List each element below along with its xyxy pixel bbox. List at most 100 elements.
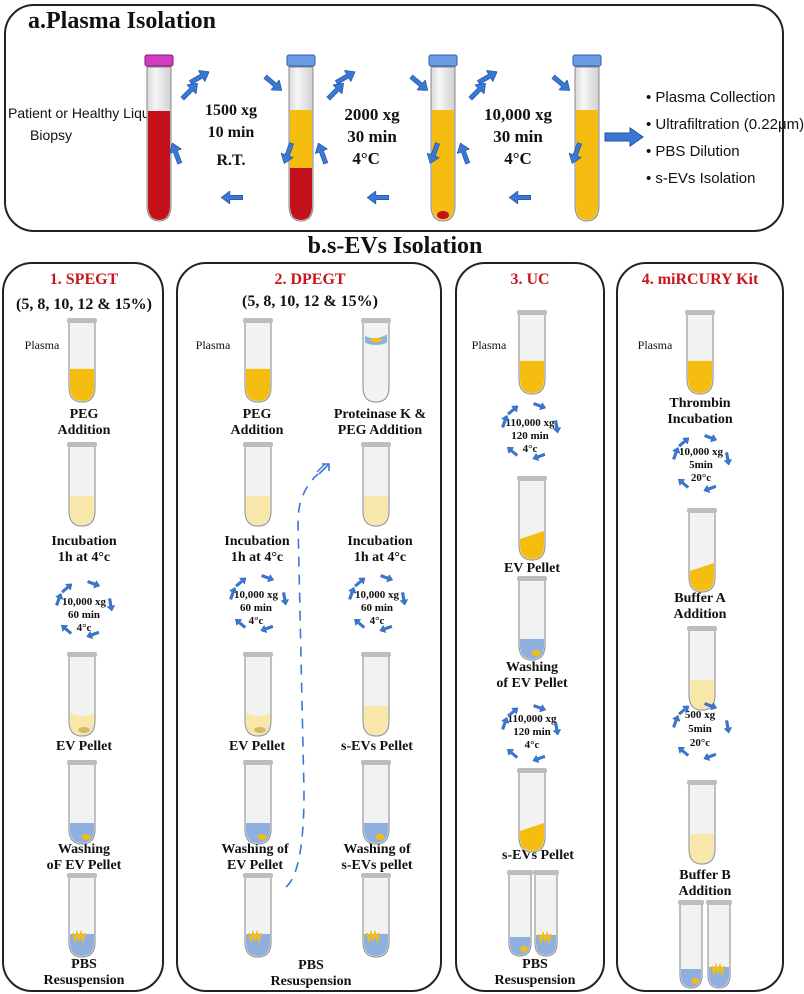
spegt-washing-line2: oF EV Pellet — [46, 858, 122, 873]
spin-1-speed: 1500 xg — [205, 102, 257, 119]
mircury-thrombin-line1: Thrombin — [669, 396, 731, 411]
uc-pellet-label: EV Pellet — [503, 561, 561, 576]
dpegt-spin-speed: 10,000 xg — [234, 589, 278, 601]
uc-plasma-tube — [517, 310, 547, 395]
source-label-line1: Patient or Healthy Liquid — [8, 105, 161, 121]
uc-resusp-line1: PBS — [522, 957, 548, 972]
spegt-resusp-tube — [67, 873, 97, 958]
dpegt-subtitle: (5, 8, 10, 12 & 15%) — [242, 293, 378, 310]
dpegt-spin2-speed: 10,000 xg — [355, 589, 399, 601]
uc-resusp-tube-1 — [507, 870, 533, 957]
plasma-steps-list: Plasma Collection Ultrafiltration (0.22μ… — [646, 84, 804, 192]
spegt-incubation-line2: 1h at 4°c — [57, 550, 111, 565]
mircury-spin1-speed: 10,000 xg — [679, 446, 723, 458]
spegt-centrifuge-icon — [52, 577, 116, 641]
dpegt-washing2-line1: Washing of — [343, 842, 411, 857]
dpegt-sevs-washing-tube — [361, 760, 391, 845]
mircury-thrombin-line2: Incubation — [667, 412, 733, 427]
mircury-centrifuge-icon — [669, 431, 733, 495]
dpegt-protk-peg-tube — [361, 442, 391, 527]
dpegt-resusp-tube — [243, 873, 273, 958]
step-sevs-isolation: s-EVs Isolation — [646, 165, 804, 192]
uc-spin1-time: 120 min — [511, 430, 549, 442]
dpegt-sevs-resusp-tube — [361, 873, 391, 958]
filtered-plasma-tube — [572, 54, 602, 222]
mircury-plasma-label: Plasma — [637, 338, 673, 352]
uc-spin2-time: 120 min — [513, 726, 551, 738]
spin-2-temp: 4°C — [352, 149, 380, 168]
dpegt-incubation-line1: Incubation — [224, 534, 290, 549]
dpegt-spin-temp: 4°c — [248, 615, 264, 627]
source-label-line2: Biopsy — [30, 127, 73, 143]
spegt-washing-tube — [67, 760, 97, 845]
spegt-peg-line2: Addition — [57, 423, 111, 438]
dpegt-plasma-tube — [243, 318, 273, 403]
dpegt-centrifuge2-icon — [345, 571, 409, 635]
spin-1-temp: R.T. — [216, 152, 246, 169]
dpegt-washing-tube — [243, 760, 273, 845]
mircury-final-tube-2 — [706, 900, 732, 989]
mircury-buffer-b-line2: Addition — [678, 884, 732, 899]
mircury-spin1-time: 5min — [689, 459, 713, 471]
mircury-final-tube-1 — [678, 900, 704, 989]
spegt-resusp-line1: PBS — [71, 957, 97, 972]
mircury-buffer-a-tube — [687, 508, 717, 593]
uc-centrifuge2-icon — [498, 701, 562, 765]
dpegt-peg-tube — [243, 442, 273, 527]
dpegt-pellet-label: EV Pellet — [228, 739, 286, 754]
whole-blood-tube — [144, 54, 174, 222]
dpegt-plasma-label: Plasma — [195, 338, 231, 352]
spegt-pellet-tube — [67, 652, 97, 737]
uc-spin2-speed: 110,000 xg — [507, 713, 557, 725]
spin-3-speed: 10,000 xg — [484, 105, 552, 124]
uc-spin1-temp: 4°c — [522, 443, 538, 455]
uc-spin2-temp: 4°c — [524, 739, 540, 751]
spin-1-conditions: 1500 xg 10 min R.T. — [205, 100, 257, 172]
separated-blood-tube — [286, 54, 316, 222]
dpegt-incubation2-line2: 1h at 4°c — [353, 550, 407, 565]
dpegt-resusp-line2: Resuspension — [270, 974, 352, 989]
dpegt-protk-tube — [361, 318, 391, 403]
dpegt-incubation-line2: 1h at 4°c — [230, 550, 284, 565]
spin-3-conditions: 10,000 xg 30 min 4°C — [484, 104, 552, 170]
spin-2-time: 30 min — [347, 127, 397, 146]
mircury-spin2-speed: 500 xg — [684, 709, 716, 721]
uc-spin1-speed: 110,000 xg — [505, 417, 555, 429]
spegt-plasma-label: Plasma — [24, 338, 60, 352]
dpegt-peg-line2: Addition — [230, 423, 284, 438]
dpegt-centrifuge-icon — [226, 571, 290, 635]
uc-washing-tube — [517, 576, 547, 661]
mircury-spin2-temp: 20°c — [689, 737, 711, 749]
source-label: Patient or Healthy Liquid Biopsy — [8, 102, 161, 146]
spin-2-conditions: 2000 xg 30 min 4°C — [344, 104, 399, 170]
spegt-title: 1. SPEGT — [49, 271, 119, 288]
uc-centrifuge-icon — [498, 399, 562, 463]
step-pbs-dilution: PBS Dilution — [646, 138, 804, 165]
spegt-plasma-tube — [67, 318, 97, 403]
next-step-arrow-icon — [604, 127, 644, 147]
spin-3-time: 30 min — [493, 127, 543, 146]
dpegt-spin-time: 60 min — [239, 602, 273, 614]
spegt-spin-temp: 4°c — [76, 622, 92, 634]
spegt-subtitle: (5, 8, 10, 12 & 15%) — [16, 296, 152, 313]
spin-2-speed: 2000 xg — [344, 105, 400, 124]
step-ultrafiltration: Ultrafiltration (0.22μm) — [646, 111, 804, 138]
uc-resusp-line2: Resuspension — [494, 973, 576, 988]
mircury-spin1-temp: 20°c — [690, 472, 712, 484]
mircury-buffer-a-line2: Addition — [673, 607, 727, 622]
mircury-centrifuge2-icon — [669, 699, 733, 763]
section-a-title-text: Plasma Isolation — [46, 8, 217, 34]
spegt-peg-tube — [67, 442, 97, 527]
